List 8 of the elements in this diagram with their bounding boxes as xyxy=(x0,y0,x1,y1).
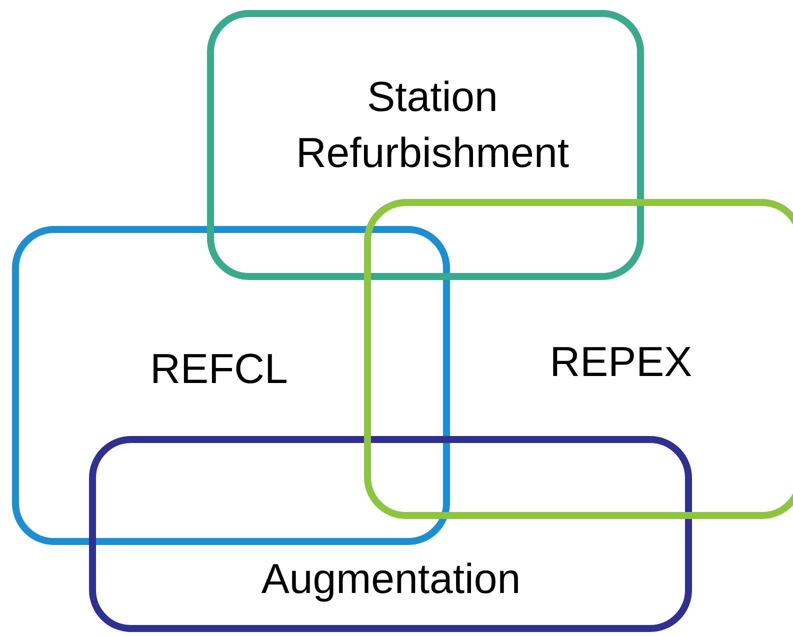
category-label: Augmentation xyxy=(260,554,522,604)
category-label: REFCL xyxy=(149,344,289,394)
rounded-box xyxy=(89,436,692,632)
rounded-box xyxy=(12,226,450,545)
category-label: Station Refurbishment xyxy=(294,72,570,178)
rounded-box xyxy=(364,199,793,519)
rounded-box xyxy=(207,10,644,280)
category-label: REPEX xyxy=(548,337,694,387)
